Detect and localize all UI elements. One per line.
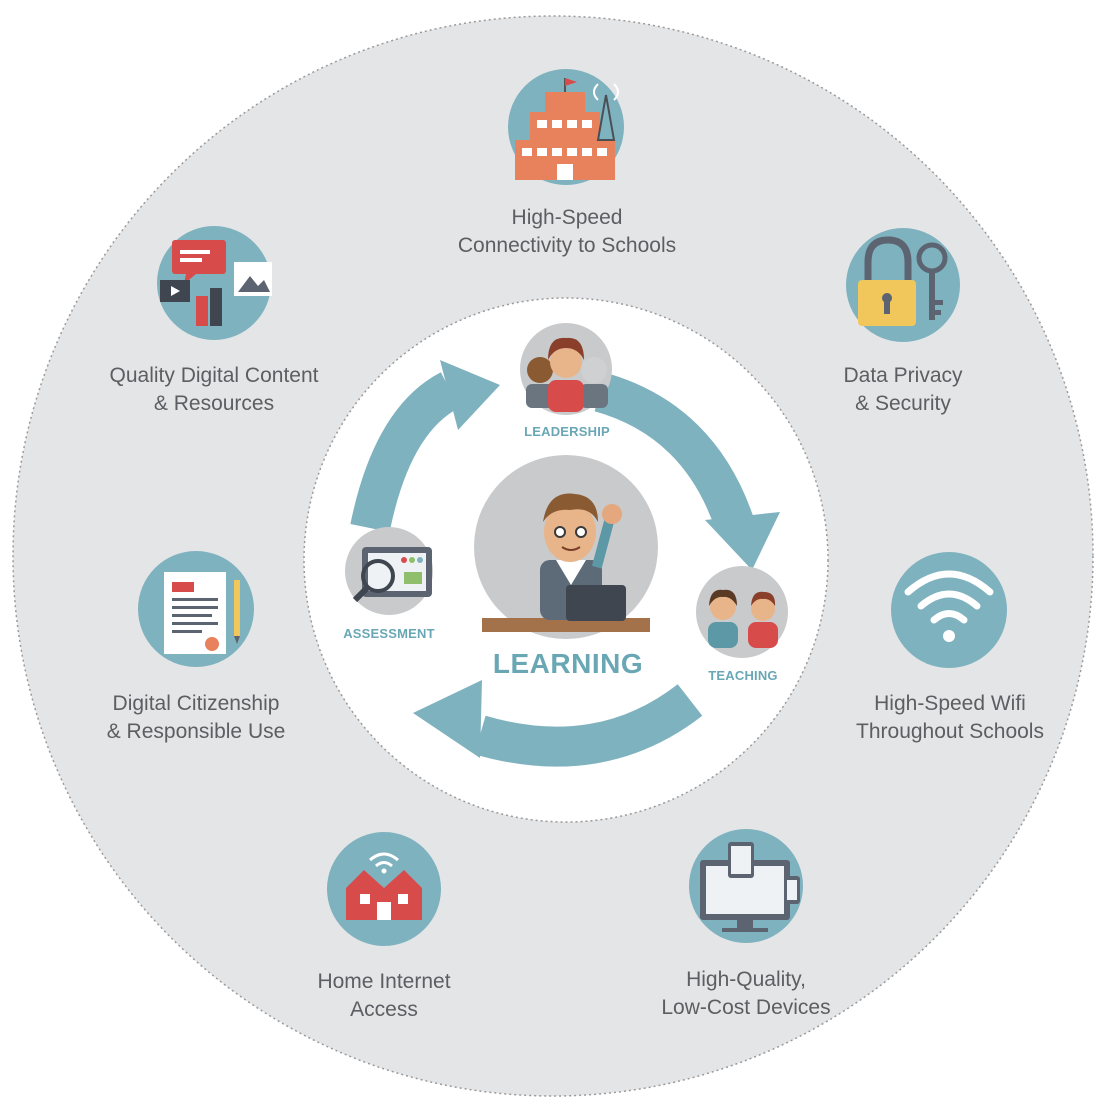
- leadership-icon: [520, 323, 612, 415]
- outer-label-line2: & Responsible Use: [106, 720, 286, 743]
- outer-label-line1: Quality Digital Content: [109, 364, 319, 387]
- wifi-icon: [891, 552, 1007, 668]
- outer-label-line1: Home Internet: [317, 970, 451, 993]
- school-tower-icon: [508, 69, 624, 185]
- certificate-icon: [138, 551, 254, 667]
- outer-label-privacy: Data Privacy & Security: [843, 362, 962, 418]
- student-icon: [474, 455, 658, 639]
- arrow-teaching-to-assessment: [474, 684, 703, 767]
- arrowhead-right: [705, 512, 780, 570]
- outer-label-line1: High-Speed: [511, 206, 623, 229]
- outer-label-line2: Low-Cost Devices: [661, 996, 831, 1019]
- outer-label-line2: & Security: [855, 392, 951, 415]
- teaching-label: TEACHING: [708, 668, 778, 683]
- arrow-assessment-to-leadership: [350, 372, 460, 533]
- media-content-icon: [157, 226, 272, 340]
- outer-label-home: Home Internet Access: [317, 968, 450, 1024]
- outer-label-line1: Data Privacy: [843, 364, 963, 387]
- home-wifi-icon: [327, 832, 441, 946]
- assessment-label: ASSESSMENT: [343, 626, 435, 641]
- outer-label-line2: & Resources: [153, 392, 275, 415]
- outer-label-wifi: High-Speed Wifi Throughout Schools: [856, 690, 1044, 746]
- outer-label-line2: Connectivity to Schools: [457, 234, 677, 257]
- leadership-label: LEADERSHIP: [524, 424, 610, 439]
- learning-label: LEARNING: [492, 648, 644, 679]
- outer-label-devices: High-Quality, Low-Cost Devices: [661, 966, 830, 1022]
- assessment-icon: [345, 527, 433, 615]
- outer-label-line2: Throughout Schools: [856, 720, 1044, 743]
- teaching-icon: [696, 566, 788, 658]
- arrow-leadership-to-teaching: [594, 372, 754, 532]
- outer-label-line1: High-Quality,: [686, 968, 806, 991]
- arrowhead-bottom: [413, 680, 482, 758]
- cycle-arrows: [350, 372, 754, 767]
- outer-label-content: Quality Digital Content & Resources: [110, 362, 319, 418]
- outer-label-connectivity: High-Speed Connectivity to Schools: [458, 204, 676, 260]
- devices-icon: [689, 829, 803, 943]
- outer-label-line1: Digital Citizenship: [112, 692, 280, 715]
- outer-label-citizenship: Digital Citizenship & Responsible Use: [107, 690, 286, 746]
- outer-label-line1: High-Speed Wifi: [874, 692, 1026, 715]
- arrowhead-top: [440, 360, 500, 430]
- outer-label-line2: Access: [350, 998, 418, 1021]
- lock-key-icon: [846, 228, 960, 342]
